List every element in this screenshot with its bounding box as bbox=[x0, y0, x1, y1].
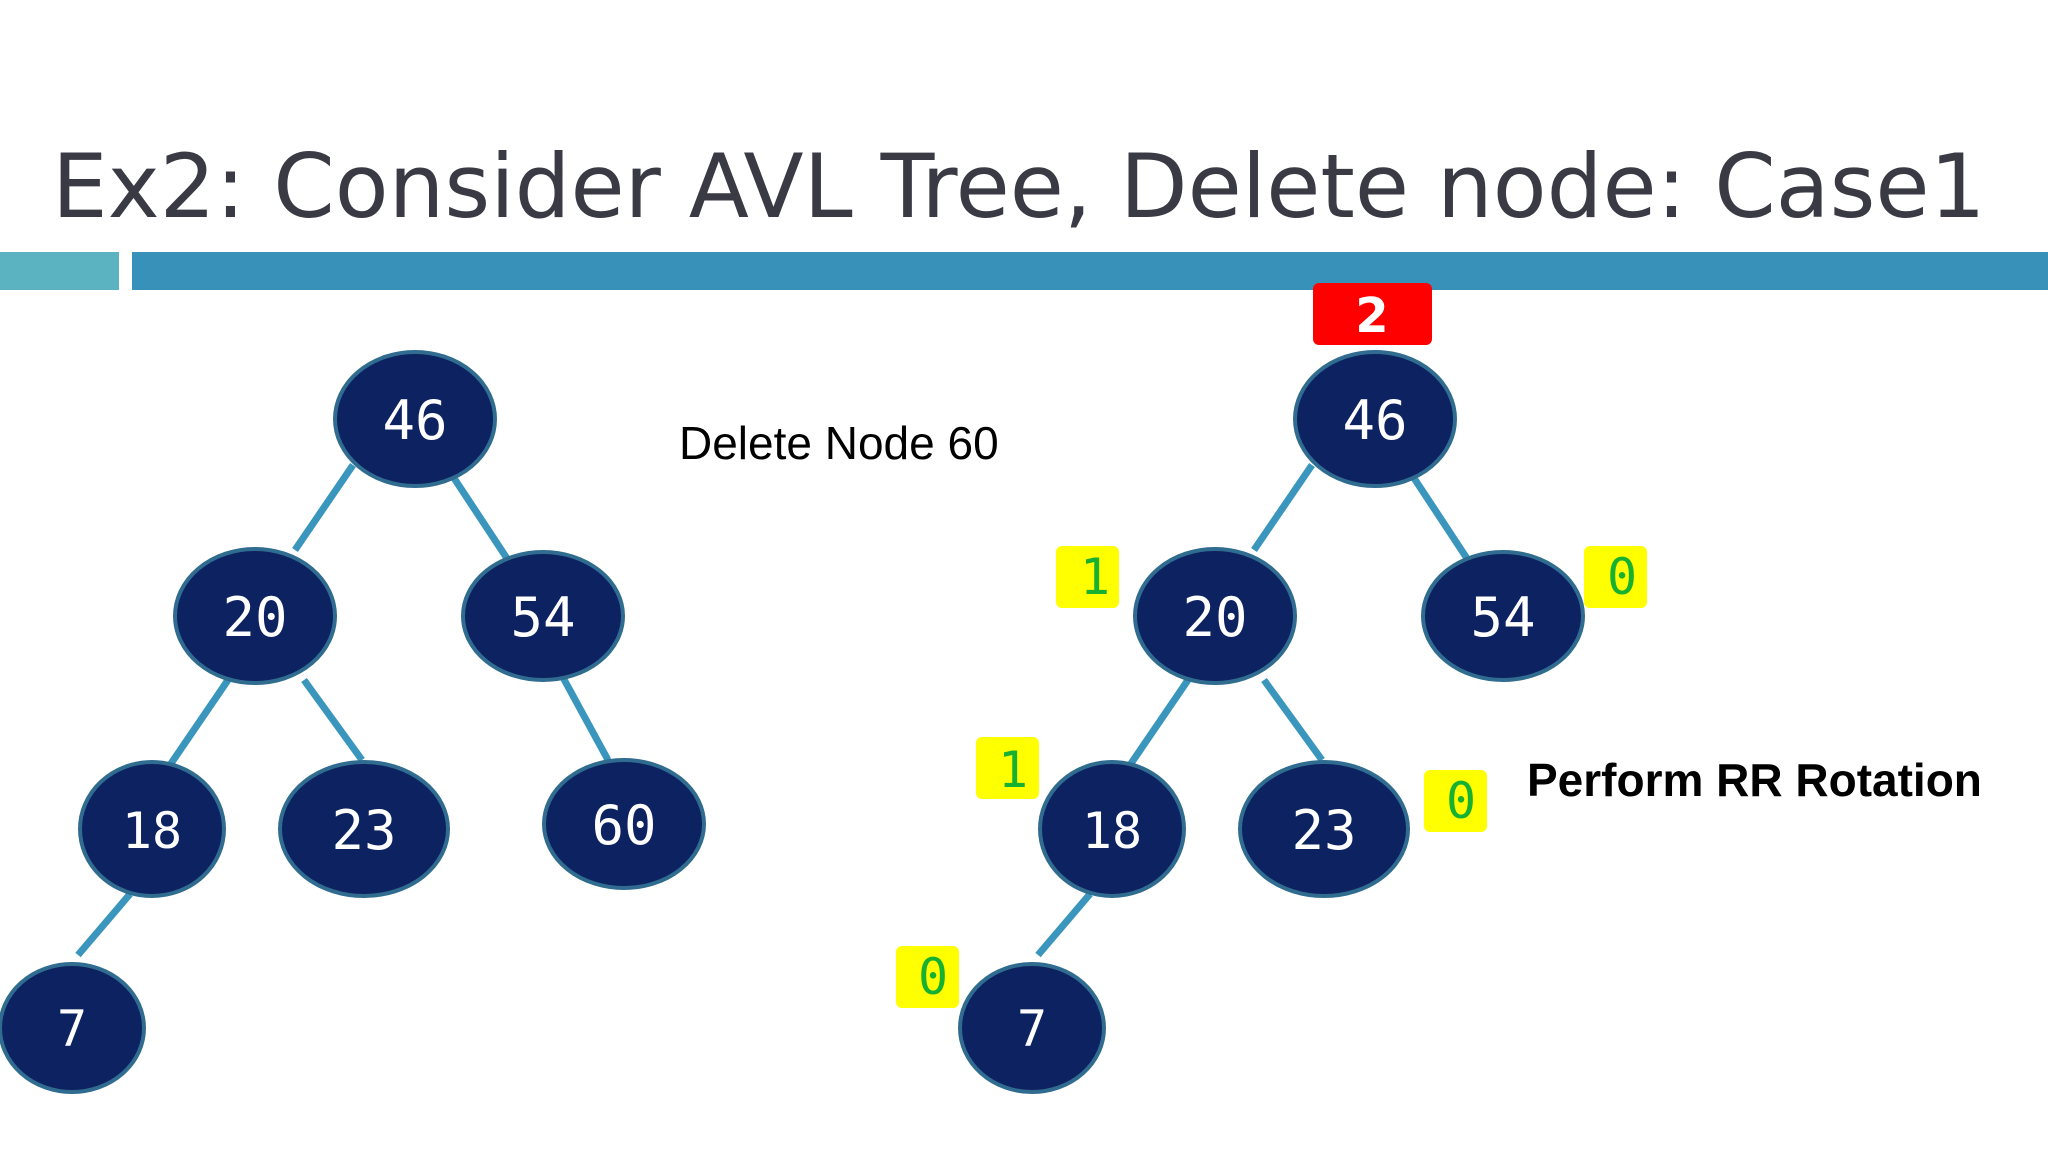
node-label: 23 bbox=[331, 799, 396, 862]
balance-factor-label: 1 bbox=[1080, 548, 1110, 606]
node-label: 18 bbox=[122, 802, 182, 860]
node-label: 46 bbox=[382, 389, 447, 452]
edge-46-54 bbox=[447, 470, 511, 562]
balance-factor-badge: 0 bbox=[1584, 546, 1647, 608]
node-label: 54 bbox=[1470, 586, 1535, 649]
balance-factor-badge: 0 bbox=[896, 946, 959, 1008]
balance-factor-label: 0 bbox=[918, 948, 948, 1006]
balance-factors: 2 1 0 1 0 0 bbox=[896, 283, 1647, 1008]
delete-node-caption: Delete Node 60 bbox=[679, 417, 999, 469]
node-label: 54 bbox=[510, 586, 575, 649]
tree-after-edges bbox=[1035, 463, 1471, 958]
slide-title: Ex2: Consider AVL Tree, Delete node: Cas… bbox=[52, 135, 1986, 238]
balance-factor-badge: 1 bbox=[976, 737, 1039, 799]
edge-46-20 bbox=[292, 463, 356, 552]
tree-node: 18 bbox=[1038, 760, 1186, 898]
node-label: 46 bbox=[1342, 389, 1407, 452]
tree-node: 7 bbox=[0, 962, 146, 1094]
tree-node: 54 bbox=[461, 550, 625, 682]
tree-before: 46 20 54 18 23 60 bbox=[0, 350, 706, 1094]
title-bar bbox=[132, 252, 2048, 290]
balance-factor-label: 2 bbox=[1355, 288, 1388, 344]
tree-node: 54 bbox=[1421, 550, 1585, 682]
tree-after: 46 20 54 18 23 7 bbox=[896, 283, 1647, 1094]
tree-node: 7 bbox=[958, 962, 1106, 1094]
node-label: 23 bbox=[1291, 799, 1356, 862]
rotation-caption: Perform RR Rotation bbox=[1527, 754, 1982, 806]
tree-node: 20 bbox=[1133, 547, 1297, 685]
tree-node: 60 bbox=[542, 758, 706, 890]
tree-node: 46 bbox=[333, 350, 497, 488]
node-label: 18 bbox=[1082, 802, 1142, 860]
tree-node: 18 bbox=[78, 760, 226, 898]
tree-after-nodes: 46 20 54 18 23 7 bbox=[958, 350, 1585, 1094]
edge-18-7 bbox=[75, 891, 133, 958]
edge-20-18 bbox=[167, 678, 231, 767]
balance-factor-badge: 0 bbox=[1424, 770, 1487, 832]
tree-node: 46 bbox=[1293, 350, 1457, 488]
edge-20-23 bbox=[1261, 677, 1325, 763]
tree-node: 20 bbox=[173, 547, 337, 685]
edge-46-54 bbox=[1407, 470, 1471, 562]
node-label: 7 bbox=[57, 1000, 87, 1058]
edge-18-7 bbox=[1035, 891, 1093, 958]
balance-factor-label: 0 bbox=[1607, 548, 1637, 606]
balance-factor-badge: 1 bbox=[1056, 546, 1119, 608]
node-label: 7 bbox=[1017, 1000, 1047, 1058]
node-label: 20 bbox=[222, 586, 287, 649]
node-label: 60 bbox=[591, 794, 656, 857]
edge-46-20 bbox=[1251, 463, 1315, 552]
balance-factor-label: 1 bbox=[998, 741, 1028, 799]
tree-before-edges bbox=[75, 463, 612, 958]
tree-node: 23 bbox=[1238, 760, 1410, 898]
node-label: 20 bbox=[1182, 586, 1247, 649]
edge-20-23 bbox=[301, 677, 365, 763]
balance-factor-critical: 2 bbox=[1313, 283, 1432, 345]
edge-54-60 bbox=[556, 670, 612, 762]
balance-factor-label: 0 bbox=[1446, 772, 1476, 830]
title-bar-accent bbox=[0, 252, 119, 290]
tree-before-nodes: 46 20 54 18 23 60 bbox=[0, 350, 706, 1094]
edge-20-18 bbox=[1127, 678, 1191, 767]
tree-node: 23 bbox=[278, 760, 450, 898]
